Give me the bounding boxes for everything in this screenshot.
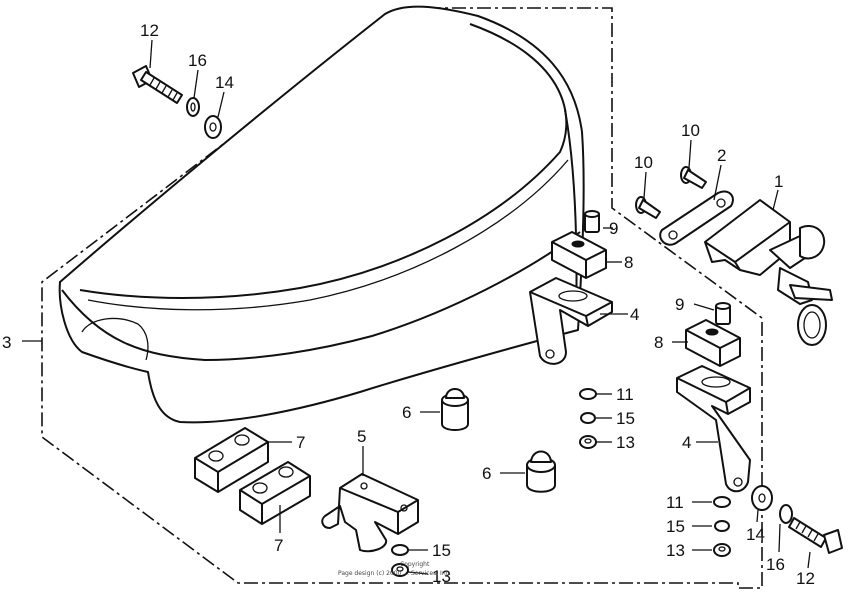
callout-nut-mid: 13 (616, 433, 635, 452)
seat (58, 5, 585, 424)
callout-lock-washer-bottom-right: 15 (666, 517, 685, 536)
bolt-right (788, 517, 843, 554)
collar-upper (584, 210, 600, 233)
callout-collar-lower: 9 (675, 295, 684, 314)
cushion-upper (551, 231, 607, 279)
lock-washer-top-left (186, 97, 200, 117)
callout-plate: 2 (717, 146, 726, 165)
callout-rubber-lower: 6 (482, 464, 491, 483)
callout-lock-washer-right: 16 (766, 555, 785, 574)
washer-top-left-hole (209, 122, 217, 132)
callout-lock-washer-mid: 15 (616, 409, 635, 428)
lock-washer-bottom-center (391, 544, 409, 556)
washer-right (751, 485, 773, 511)
rubber-lower (526, 450, 556, 493)
copyright-line-1: Copyright (400, 561, 430, 568)
cushion-lower (685, 319, 741, 367)
callout-block-lower: 7 (274, 536, 283, 555)
callout-lock-washer-bottom-center: 15 (432, 541, 451, 560)
collar-lower (715, 302, 731, 325)
bolt-top-left (132, 65, 183, 104)
callout-cushion-lower: 8 (654, 333, 663, 352)
callout-nut-bottom-center: 13 (432, 567, 451, 586)
callout-screw-lower: 10 (634, 153, 653, 172)
callout-washer-top-left: 14 (215, 73, 234, 92)
lock-washer-mid (580, 412, 596, 424)
callout-screw-upper: 10 (681, 121, 700, 140)
copyright-line-2: Page design (c) 2000 ... Services, Inc. (338, 570, 451, 577)
bracket-lower (676, 365, 751, 493)
callout-bolt-top-left: 12 (140, 21, 159, 40)
leader-lines (22, 39, 811, 575)
callout-labels: 3 12 16 14 10 10 2 1 9 8 4 9 8 4 11 15 1… (2, 21, 815, 588)
block-upper (194, 427, 269, 493)
lock-assembly (704, 199, 833, 346)
washer-top-left (204, 115, 222, 139)
lock-washer-top-left-hole (190, 102, 196, 112)
lock-washer-bottom-right (714, 520, 730, 532)
nut-bottom-right (713, 543, 731, 557)
callout-washer-mid: 11 (616, 385, 634, 404)
callout-bracket-lower: 4 (682, 433, 691, 452)
callout-seat: 3 (2, 333, 11, 352)
callout-collar-upper: 9 (609, 219, 618, 238)
plate (659, 190, 734, 246)
callout-bolt-right: 12 (796, 569, 815, 588)
callout-bracket-upper: 4 (630, 305, 639, 324)
callout-washer-bottom-right: 11 (666, 493, 684, 512)
block-lower (239, 461, 311, 525)
washer-right-hole (758, 493, 766, 503)
lock-washer-right (779, 504, 793, 524)
nut-bottom-center (391, 563, 409, 577)
callout-hinge-bracket: 5 (357, 427, 366, 446)
callout-rubber-upper: 6 (402, 403, 411, 422)
bracket-upper (529, 277, 613, 365)
callout-nut-bottom-right: 13 (666, 541, 685, 560)
washer-bottom-right (713, 496, 731, 508)
washer-mid (579, 388, 597, 400)
rubber-upper (441, 388, 469, 431)
callout-lock-washer-top-left: 16 (188, 51, 207, 70)
callout-washer-right: 14 (746, 525, 765, 544)
callout-lock-assembly: 1 (774, 172, 783, 191)
nut-mid (579, 435, 597, 449)
screw-lower (635, 196, 661, 219)
assembly-boundary (41, 7, 763, 589)
hinge-bracket (321, 473, 419, 553)
callout-cushion-upper: 8 (624, 253, 633, 272)
callout-block-upper: 7 (296, 433, 305, 452)
screw-upper (680, 166, 707, 189)
